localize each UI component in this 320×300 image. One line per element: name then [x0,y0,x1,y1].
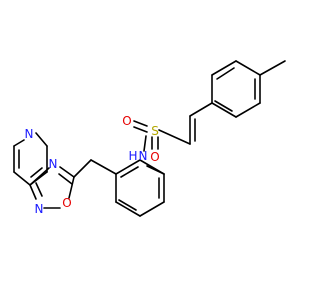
amide-nitrogen-label: N [139,149,148,163]
bond [133,120,148,127]
bond [235,60,261,76]
bond [73,159,92,178]
bond [35,182,43,197]
bond [115,201,141,217]
amide-hydrogen-label: H [128,149,137,163]
bond [29,171,48,186]
bond [139,201,165,217]
bond [133,126,148,133]
bond [13,171,31,186]
oxadiazole-nitrogen-bottom-label: N [35,202,44,216]
bond [143,135,147,152]
bond [90,159,117,175]
atom-label-layer: S O O N H N N O N [25,114,160,216]
bond [68,176,75,199]
bond [158,129,191,145]
pyridine-nitrogen-label: N [25,127,34,141]
sulfur-atom-label: S [151,124,159,138]
bond [216,67,235,80]
bond [214,100,233,112]
bond [120,166,139,178]
sulfonyl-oxygen-left-label: O [122,114,131,128]
bond [30,167,43,178]
bond [115,159,141,175]
bond [13,139,25,147]
bond [189,102,213,117]
bond [139,159,165,175]
bond [59,166,75,178]
bond [58,173,73,185]
bond [29,184,37,200]
bond [211,60,237,76]
molecule-structure: S O O N H N N O N [13,60,286,217]
bond [211,102,237,118]
bond [259,60,286,76]
bond [35,132,48,147]
bond-layer [13,60,286,217]
oxadiazole-nitrogen-top-label: N [49,157,58,171]
bond [118,199,137,211]
bond [235,102,261,118]
oxadiazole-oxygen-label: O [62,196,71,210]
sulfonyl-oxygen-bottom-label: O [150,150,159,164]
